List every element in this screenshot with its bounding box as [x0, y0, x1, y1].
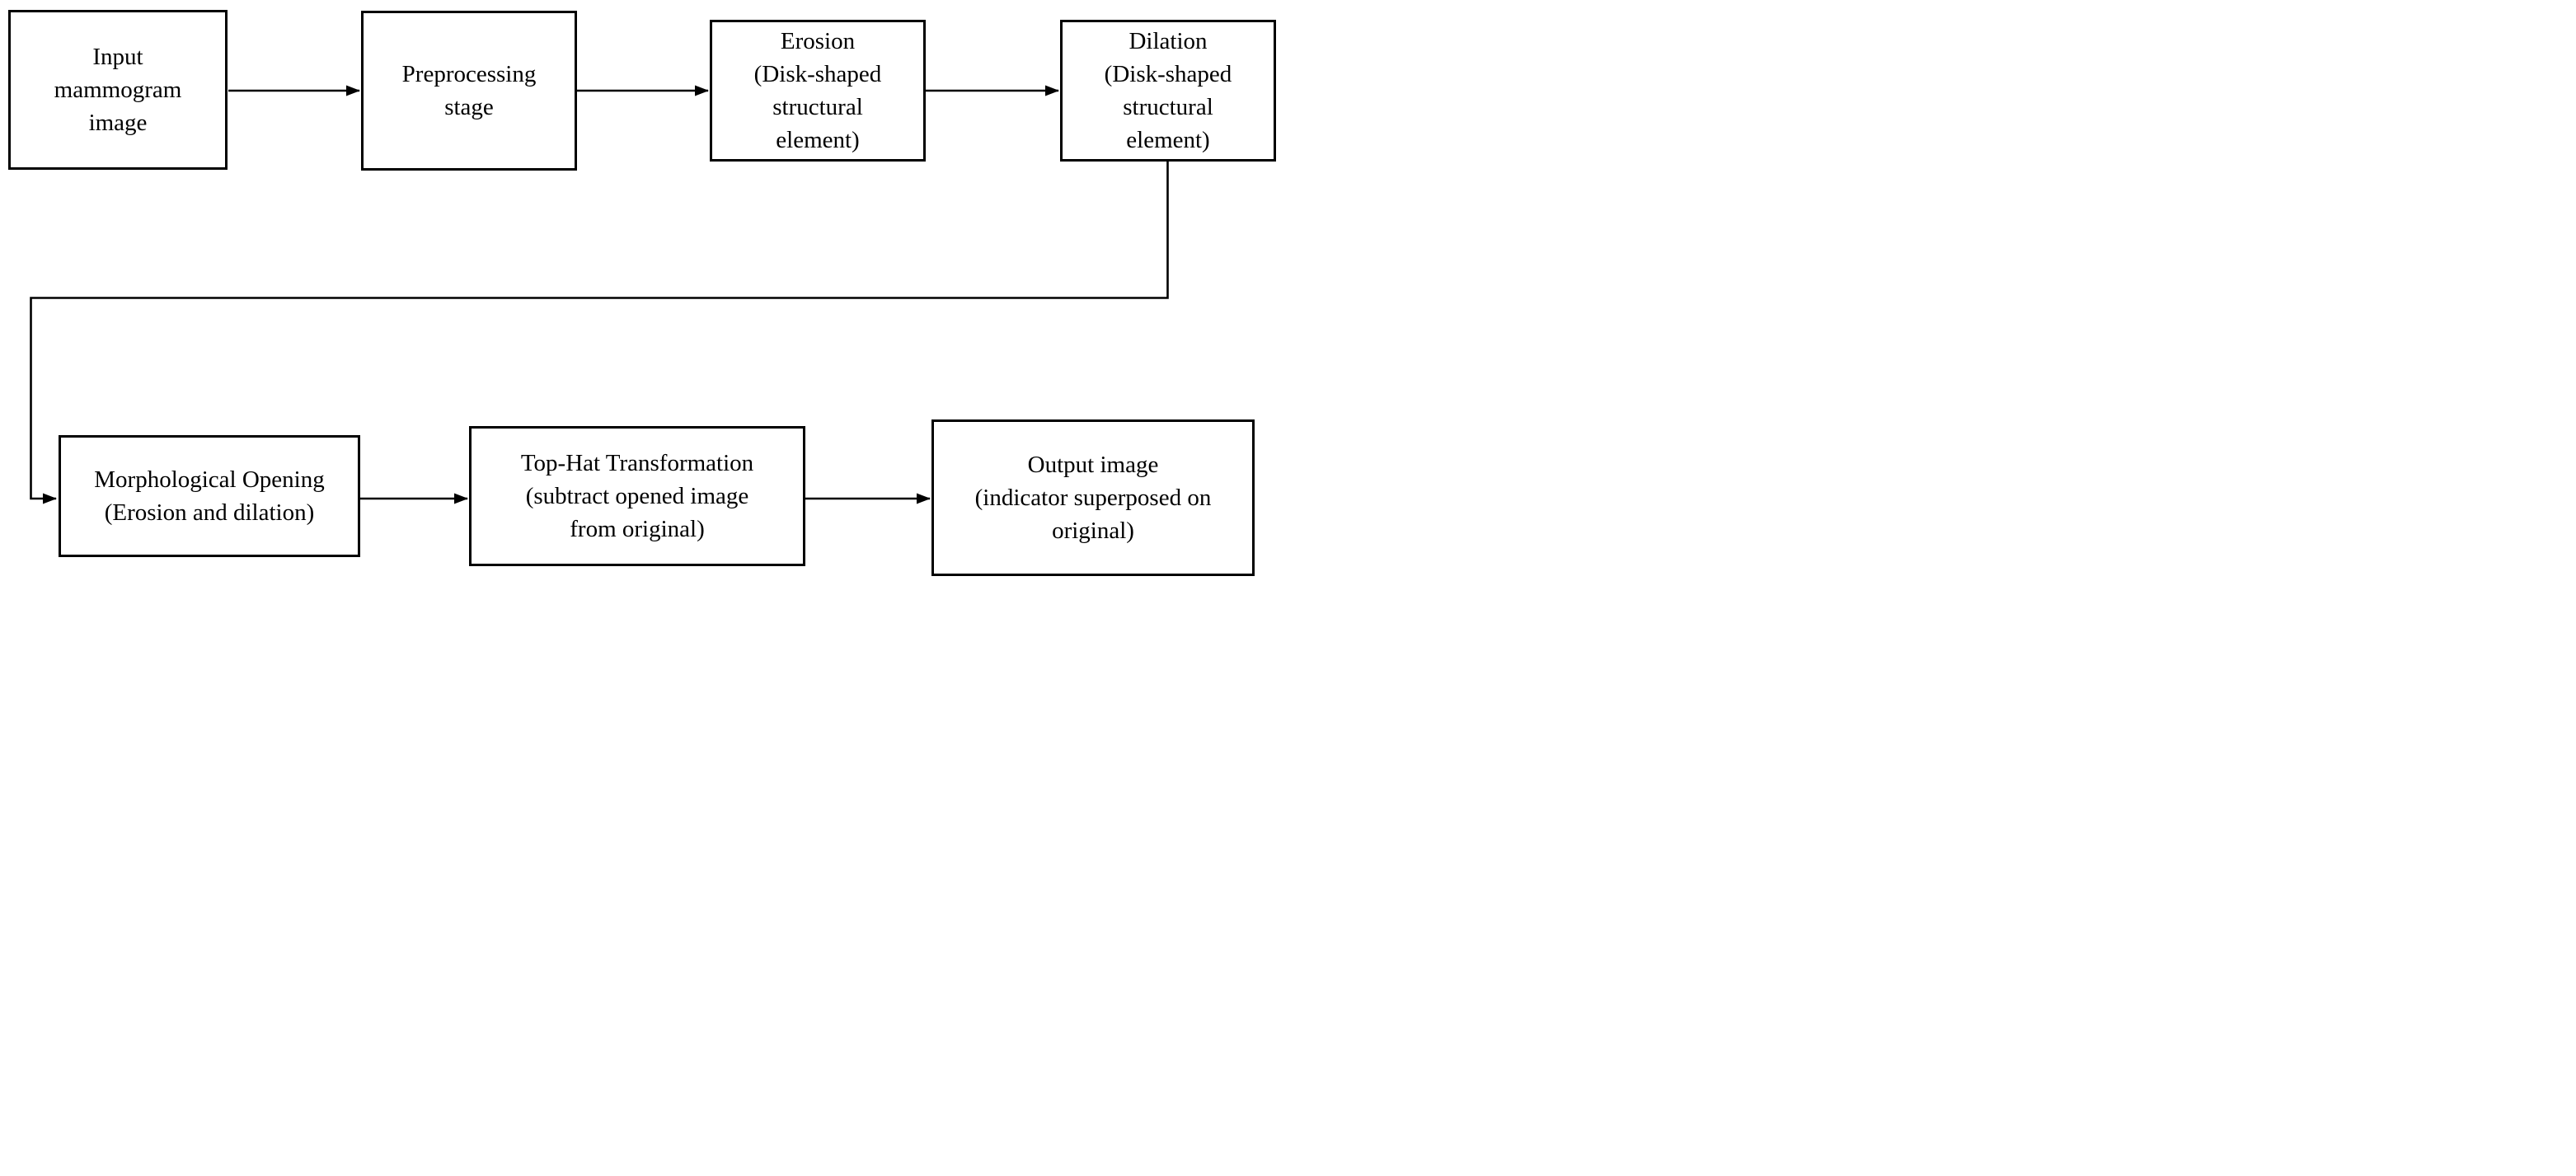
arrow-dilation-to-opening: [30, 162, 1169, 504]
node-input-mammogram-image-label: Input mammogram image: [54, 43, 182, 136]
node-output-image-label: Output image (indicator superposed on or…: [974, 451, 1212, 544]
node-output-image: Output image (indicator superposed on or…: [931, 419, 1255, 576]
node-morphological-opening-label: Morphological Opening (Erosion and dilat…: [94, 466, 325, 526]
node-top-hat-transformation: Top-Hat Transformation (subtract opened …: [469, 426, 805, 566]
node-top-hat-transformation-label: Top-Hat Transformation (subtract opened …: [520, 449, 754, 542]
node-dilation: Dilation (Disk-shaped structural element…: [1060, 20, 1276, 162]
node-erosion: Erosion (Disk-shaped structural element): [710, 20, 926, 162]
node-morphological-opening: Morphological Opening (Erosion and dilat…: [59, 435, 360, 557]
node-preprocessing-stage: Preprocessing stage: [361, 11, 577, 171]
node-dilation-label: Dilation (Disk-shaped structural element…: [1104, 27, 1232, 154]
connector-layer: [30, 85, 1169, 504]
flowchart-diagram: Input mammogram image Preprocessing stag…: [0, 0, 1288, 588]
node-preprocessing-stage-label: Preprocessing stage: [401, 60, 537, 120]
node-erosion-label: Erosion (Disk-shaped structural element): [753, 27, 882, 154]
node-input-mammogram-image: Input mammogram image: [8, 10, 228, 170]
